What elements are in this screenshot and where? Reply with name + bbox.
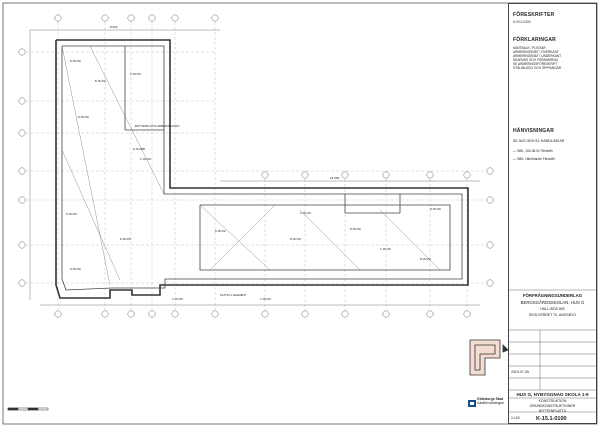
plan-note-1: BOTTENPLATTA ARMERINGSNÄT: [135, 124, 180, 128]
svg-text:B 45c150: B 45c150: [95, 79, 107, 83]
svg-text:B 45c150: B 45c150: [70, 267, 82, 271]
city-logo-graphic: [468, 400, 476, 407]
building-outline: [55, 39, 469, 299]
svg-text:B 45c150: B 45c150: [430, 207, 442, 211]
stage-label: FÖRFRÅGNINGSUNDERLAG: [522, 293, 583, 298]
issuer-line-2: lokalförvaltningen: [477, 401, 505, 405]
title-block: FÖRESKRIFTER K-00.0-0100 FÖRKLARINGAR KA…: [508, 3, 597, 424]
svg-text:B 45c150: B 45c150: [290, 237, 302, 241]
plan-note-2: K-SLABB: [133, 147, 145, 151]
svg-text:B 45c150: B 45c150: [420, 257, 432, 261]
svg-text:K 45c150: K 45c150: [260, 297, 272, 301]
dim-text-1: 8 000: [110, 25, 118, 29]
svg-text:B 45c150: B 45c150: [350, 227, 362, 231]
dim-text-2: 23 000: [330, 176, 340, 180]
scale-bar: [7, 407, 49, 411]
plan-note-3: PLATTA 1 ELEMENT: [220, 293, 247, 297]
scale-label: 1:100: [511, 416, 520, 420]
key-plan: [469, 339, 509, 376]
date-label: 2019-07-05: [511, 370, 529, 374]
project-line-3: SKOLSPÅRET 70, ANGSBYG: [528, 313, 577, 317]
heading-forklaringar: FÖRKLARINGAR: [513, 37, 556, 43]
svg-text:B 45c150: B 45c150: [70, 59, 82, 63]
project-line-2: HÄLLJSDD B/B: [540, 307, 565, 311]
sheet-border: [2, 2, 598, 425]
foreskrifter-text: K-00.0-0100: [513, 20, 531, 24]
svg-text:K 45c150: K 45c150: [172, 297, 184, 301]
svg-text:B 45c150: B 45c150: [215, 229, 227, 233]
ref-1: — SBK, 104-08-01 Flextoffn: [513, 149, 553, 153]
ref-2: — SBK, Hänförande Flextoffn: [513, 157, 555, 161]
svg-text:K 45c150: K 45c150: [140, 157, 152, 161]
svg-text:B 45c150: B 45c150: [120, 237, 132, 241]
drawing-type-2: GRUNDKONSTRUKTIONER: [529, 404, 576, 408]
svg-text:K 45c150: K 45c150: [300, 211, 312, 215]
svg-text:B 45c150: B 45c150: [66, 212, 78, 216]
heading-hanvisningar: HÄNVISNINGAR: [513, 128, 555, 134]
drawing-type-1: KONSTRUKTION: [538, 399, 567, 403]
issuer-line-1: Göteborgs Stad: [477, 397, 504, 401]
grid-top: [54, 14, 471, 179]
svg-text:K 45c150: K 45c150: [380, 247, 392, 251]
drawing-type-3: BOTTENPLATTA: [539, 409, 566, 413]
project-line-1: BERGSGÅRDSSKOLAN, HUS G: [520, 300, 585, 305]
project-title: HUS G, NYBYGGNAD SKOLA 1-9: [516, 392, 589, 397]
svg-text:K 45c150: K 45c150: [130, 72, 142, 76]
svg-text:B 45c150: B 45c150: [78, 115, 90, 119]
title-stamp: FÖRFRÅGNINGSUNDERLAG BERGSGÅRDSSKOLAN, H…: [508, 290, 597, 424]
sheet-number: K-15.1-0100: [536, 416, 567, 422]
ref-line: SE AVS ODH EL HANDLINGAR: [513, 139, 565, 143]
forklaringar-text: KANTBALK / PLINTAR ARMERINGSNÄT I ÖVERKA…: [513, 46, 562, 70]
heading-foreskrifter: FÖRESKRIFTER: [513, 12, 555, 18]
issuer-logo: Göteborgs Stad lokalförvaltningen: [466, 397, 506, 411]
